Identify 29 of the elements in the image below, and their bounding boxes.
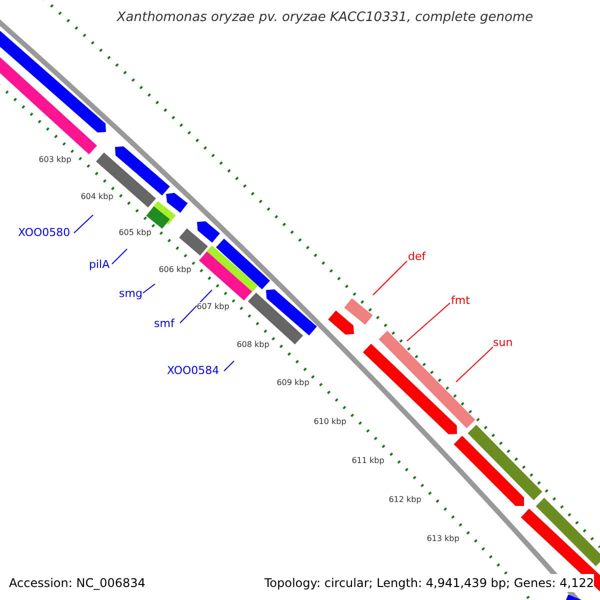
leader-line [180, 290, 212, 324]
leader-line [406, 302, 450, 342]
leader-line [142, 284, 156, 294]
leader-line [372, 260, 408, 296]
gene-label: pilA [89, 258, 110, 272]
position-label: 613 kbp [426, 534, 460, 544]
gene-label: XOO0584 [167, 364, 220, 378]
gene-label: smf [154, 317, 174, 331]
leader-line [74, 214, 94, 234]
position-label: 606 kbp [158, 265, 192, 275]
leader-line [456, 346, 494, 382]
gene-label: def [408, 250, 426, 264]
position-label: 608 kbp [236, 340, 270, 350]
title: Xanthomonas oryzae pv. oryzae KACC10331, complete genome [116, 9, 534, 27]
genome-info-text: Topology: circular; Length: 4,941,439 bp; Genes: 4,122 [264, 574, 594, 592]
gene-label: fmt [451, 294, 470, 308]
gene-label: smg [119, 287, 142, 301]
leader-line [224, 360, 234, 372]
position-label: 610 kbp [314, 417, 346, 427]
position-label: 604 kbp [80, 192, 114, 202]
position-label: 609 kbp [276, 378, 310, 388]
position-label: 607 kbp [196, 302, 230, 312]
position-label: 612 kbp [388, 495, 422, 505]
leader-line [112, 248, 128, 264]
position-label: 605 kbp [118, 228, 152, 238]
gene-label: sun [493, 336, 513, 350]
position-label: 611 kbp [352, 456, 384, 466]
position-label: 603 kbp [38, 155, 72, 165]
gene-label: XOO0580 [18, 226, 70, 240]
